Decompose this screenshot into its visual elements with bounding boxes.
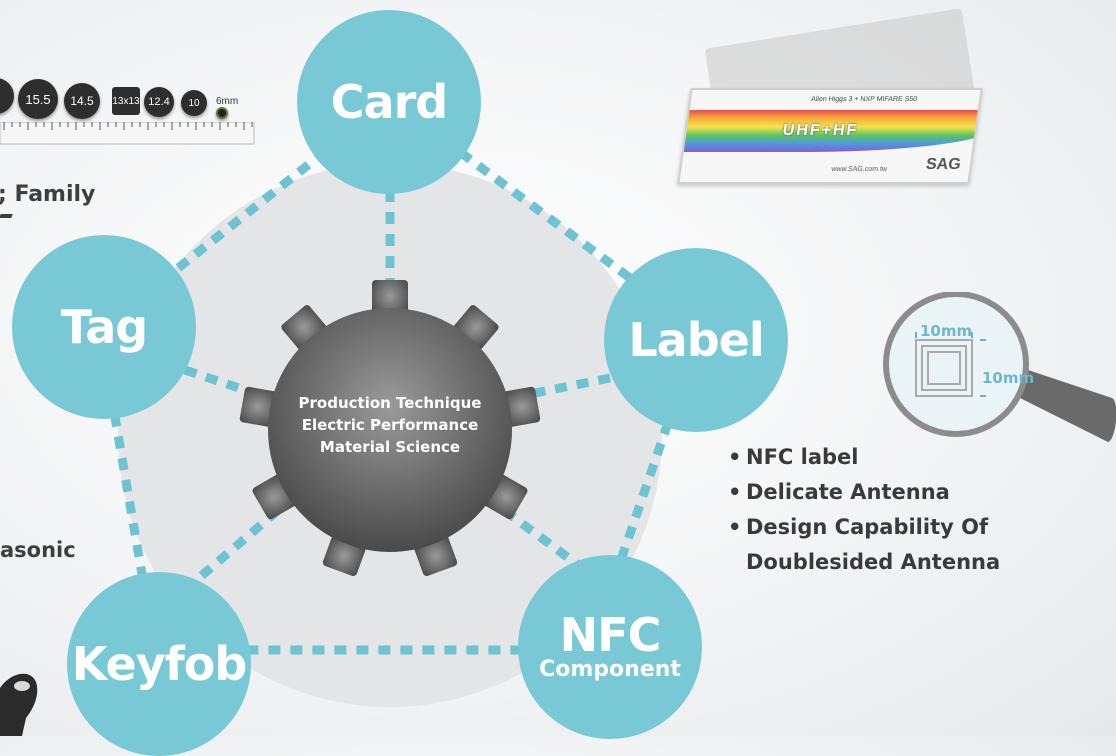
diagram-canvas: [95, 94, 706, 707]
family-fragment-underline: [0, 214, 13, 218]
label-feature-list: NFC label Delicate Antenna Design Capabi…: [728, 440, 1076, 580]
node-keyfob-label: Keyfob: [71, 637, 248, 691]
tag-coin-12-4: 12.4: [144, 87, 174, 117]
node-card-label: Card: [330, 75, 448, 129]
card-image: Alien Higgs 3 + NXP MIFARE S50 UHF+HF ww…: [677, 8, 983, 184]
gear-icon: [239, 280, 541, 576]
node-label: Label: [604, 248, 788, 432]
family-fragment: ; Family: [0, 182, 96, 207]
ultrasonic-fragment: asonic: [0, 538, 76, 562]
tag-coin-10: 10: [181, 90, 207, 116]
node-card: Card: [297, 10, 481, 194]
node-nfc-sublabel: Component: [539, 656, 681, 682]
bullet-nfc-label: NFC label: [728, 440, 1076, 475]
bullet-delicate-antenna: Delicate Antenna: [728, 475, 1076, 510]
card-url: www.SAG.com.tw: [830, 166, 888, 173]
hub-line-3: Material Science: [319, 438, 461, 456]
magnifier-dim-v: 10mm: [982, 369, 1035, 387]
tag-size-strip: 15.5 14.5 13x13 12.4 10 6mm: [0, 70, 260, 150]
node-label-label: Label: [628, 313, 764, 367]
ruler-icon: [0, 122, 255, 145]
card-top-text: Alien Higgs 3 + NXP MIFARE S50: [810, 96, 918, 103]
card-band-text: UHF+HF: [781, 122, 860, 139]
hub-line-1: Production Technique: [298, 394, 482, 412]
node-tag-label: Tag: [60, 300, 148, 354]
node-keyfob: Keyfob: [67, 572, 251, 756]
card-brand-logo: SAG: [924, 156, 962, 173]
tag-coin-15-5: 15.5: [18, 79, 58, 119]
magnifier-icon: [883, 292, 1116, 442]
card-body: Alien Higgs 3 + NXP MIFARE S50 UHF+HF ww…: [677, 88, 983, 184]
node-tag: Tag: [12, 235, 196, 419]
node-nfc-label: NFC: [559, 607, 662, 662]
magnifier-dim-h: 10mm: [920, 322, 973, 340]
tag-coin-partial: [0, 78, 14, 114]
tag-label-6mm: 6mm: [216, 96, 239, 107]
tag-coin-14-5: 14.5: [64, 83, 100, 119]
tag-coin-6mm: [216, 107, 228, 119]
tag-square-13x13: 13x13: [112, 87, 140, 115]
bullet-doublesided-antenna: Design Capability Of Doublesided Antenna: [728, 510, 1076, 580]
hub-text: Production Technique Electric Performanc…: [270, 392, 510, 458]
hub-line-2: Electric Performance: [301, 416, 479, 434]
node-nfc: NFC Component: [518, 555, 702, 739]
keyfob-image: [0, 673, 38, 736]
